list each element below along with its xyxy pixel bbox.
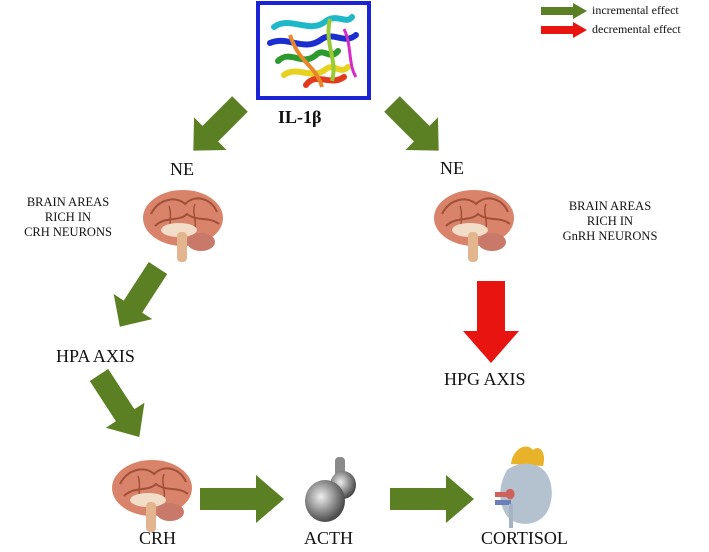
right-brain-areas-line-3: GnRH NEURONS: [562, 229, 658, 243]
right-brain-icon: [434, 190, 514, 262]
arrow-acth-to-cortisol: [390, 475, 474, 523]
protein-structure-icon: [267, 14, 359, 88]
legend-decremental-arrow: [541, 22, 587, 38]
right-ne-label: NE: [440, 158, 464, 178]
hpa-axis-label: HPA AXIS: [56, 346, 135, 366]
left-ne-label: NE: [170, 159, 194, 179]
pituitary-gland-icon: [305, 457, 356, 522]
arrow-crh-to-acth: [200, 475, 284, 523]
protein-structure-frame: [256, 1, 371, 100]
left-brain-areas-line-2: RICH IN: [44, 210, 92, 224]
right-brain-areas-line-1: BRAIN AREAS: [568, 199, 652, 213]
crh-label: CRH: [139, 528, 177, 548]
right-brain-areas-line-2: RICH IN: [586, 214, 634, 228]
cortisol-label: CORTISOL: [481, 528, 568, 548]
left-brain-areas-line-3: CRH NEURONS: [24, 225, 112, 239]
hpg-axis-label: HPG AXIS: [444, 369, 526, 389]
legend-incremental-label: incremental effect: [592, 3, 679, 17]
left-brain-areas-line-1: BRAIN AREAS: [26, 195, 110, 209]
left-brain-areas-text: BRAIN AREAS RICH IN CRH NEURONS: [6, 195, 130, 240]
legend-decremental-label: decremental effect: [592, 22, 681, 36]
arrow-brain-to-hpg: [463, 281, 519, 363]
brain-icon: [143, 190, 223, 262]
crh-brain-icon: [112, 460, 192, 532]
acth-label: ACTH: [304, 528, 353, 548]
legend-incremental-arrow: [541, 3, 587, 19]
adrenal-kidney-icon: [495, 446, 552, 528]
molecule-label: IL-1β: [278, 107, 322, 127]
right-brain-areas-text: BRAIN AREAS RICH IN GnRH NEURONS: [548, 199, 672, 244]
